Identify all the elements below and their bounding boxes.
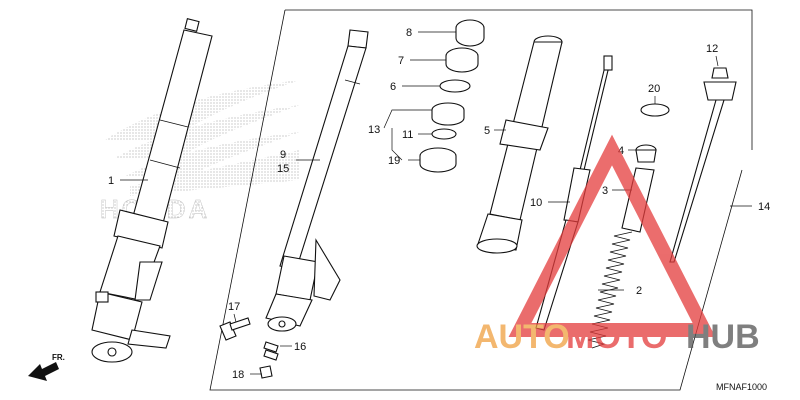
label-15: 15 [277, 163, 289, 175]
outer-tube [476, 35, 563, 254]
diagram-code: MFNAF1000 [716, 382, 767, 392]
label-6: 6 [390, 81, 396, 93]
label-19: 19 [388, 155, 400, 167]
label-16: 16 [294, 341, 306, 353]
drain-bolt-18 [259, 365, 273, 379]
label-13: 13 [368, 124, 380, 136]
label-10: 10 [530, 197, 542, 209]
label-3: 3 [602, 185, 608, 197]
honda-wing-watermark: HONDA [100, 80, 300, 224]
label-5: 5 [484, 125, 490, 137]
bolt-17 [219, 317, 251, 341]
site-watermark: AUTO MOTO HUB [474, 134, 760, 356]
watermark-hub: HUB [686, 318, 760, 356]
label-17: 17 [228, 301, 240, 313]
label-7: 7 [398, 55, 404, 67]
fork-assembly-left [91, 18, 213, 363]
label-4: 4 [618, 145, 624, 157]
label-20: 20 [648, 83, 660, 95]
front-direction-label: FR. [52, 353, 65, 362]
label-11: 11 [402, 129, 413, 141]
inner-tube-assembly [265, 29, 369, 332]
reference-labels: 1 9 15 8 7 6 13 11 19 5 10 3 4 2 20 12 1… [108, 27, 770, 381]
seal-stack [419, 19, 485, 173]
o-ring [640, 103, 670, 117]
label-18: 18 [232, 369, 244, 381]
watermark-auto: AUTO [474, 318, 570, 356]
assembly-boundary [209, 9, 753, 391]
leader-lines [120, 31, 752, 375]
fork-bolt [669, 67, 737, 263]
front-direction-arrow: FR. [28, 353, 65, 381]
label-8: 8 [406, 27, 412, 39]
label-14: 14 [758, 201, 770, 213]
label-12: 12 [706, 43, 718, 55]
label-1: 1 [108, 175, 114, 187]
washer-16 [263, 341, 279, 361]
label-9: 9 [280, 149, 286, 161]
label-2: 2 [636, 285, 642, 297]
watermark-moto: MOTO [566, 318, 667, 356]
